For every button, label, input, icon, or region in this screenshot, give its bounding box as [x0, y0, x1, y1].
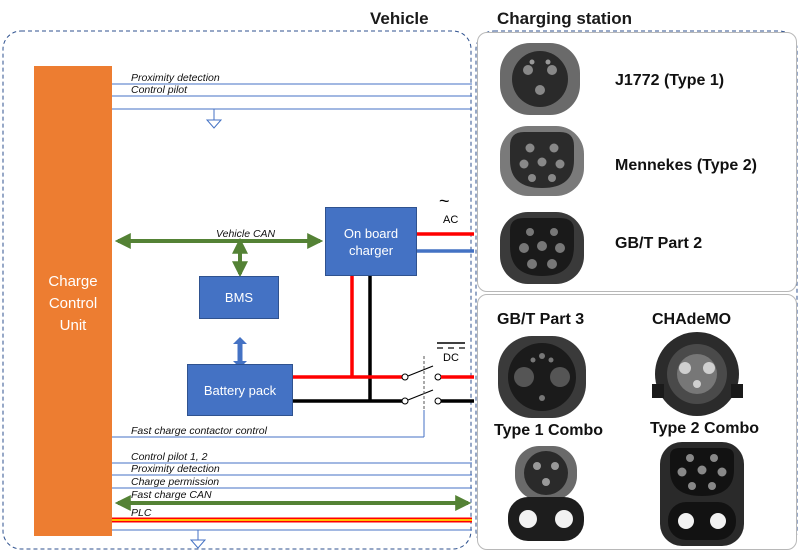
obc-label-line2: charger — [348, 242, 394, 258]
j1772-connector-icon — [500, 43, 580, 115]
ground-symbol-top — [205, 119, 223, 129]
signal-proximity-top: Proximity detection — [131, 72, 220, 84]
vehicle-boundary — [2, 30, 472, 550]
ccu-label-line1: Charge — [48, 273, 98, 290]
battery-pack-label: Battery pack — [203, 382, 277, 398]
ground-symbol-bottom — [189, 539, 207, 549]
connector-label-chademo: CHAdeMO — [652, 311, 732, 328]
battery-pack-block: Battery pack — [187, 364, 293, 416]
vehicle-title: Vehicle — [370, 9, 429, 28]
signal-fast-contactor: Fast charge contactor control — [131, 425, 267, 437]
connector-label-j1772: J1772 (Type 1) — [615, 72, 725, 89]
bms-block: BMS — [199, 276, 279, 319]
charge-control-unit: Charge Control Unit — [34, 66, 112, 536]
charging-station-title: Charging station — [497, 9, 633, 28]
contactor-switch-neg — [407, 389, 434, 401]
signal-proximity-bottom: Proximity detection — [131, 463, 220, 475]
station-boundary — [475, 30, 798, 550]
signal-control-pilot-12: Control pilot 1, 2 — [131, 451, 208, 463]
contactor-switch-pos — [407, 365, 434, 377]
connector-label-mennekes: Mennekes (Type 2) — [615, 157, 757, 174]
signal-vehicle-can: Vehicle CAN — [216, 228, 276, 240]
bms-label: BMS — [224, 290, 254, 305]
connector-label-gbt3: GB/T Part 3 — [497, 311, 585, 328]
gbt-part3-connector-icon — [498, 336, 586, 418]
obc-label-line1: On board — [343, 225, 399, 241]
ac-label: AC — [443, 214, 459, 226]
ccu-label-line3: Unit — [59, 317, 87, 334]
gbt-part2-connector-icon — [500, 212, 584, 284]
chademo-connector-icon — [652, 332, 743, 416]
on-board-charger-block: On board charger — [325, 207, 417, 276]
mennekes-connector-icon — [500, 126, 584, 196]
signal-fast-can: Fast charge CAN — [131, 489, 212, 501]
type2-combo-connector-icon — [660, 442, 744, 546]
ac-symbol: ~ — [439, 191, 450, 211]
signal-plc: PLC — [131, 507, 152, 519]
type1-combo-connector-icon — [508, 446, 584, 541]
connector-label-combo2: Type 2 Combo — [650, 420, 760, 437]
connector-label-gbt2: GB/T Part 2 — [615, 235, 703, 252]
signal-charge-permission: Charge permission — [131, 476, 220, 488]
connector-label-combo1: Type 1 Combo — [494, 422, 604, 439]
signal-control-pilot: Control pilot — [131, 84, 188, 96]
ccu-label-line2: Control — [48, 295, 98, 312]
dc-label: DC — [443, 352, 459, 364]
